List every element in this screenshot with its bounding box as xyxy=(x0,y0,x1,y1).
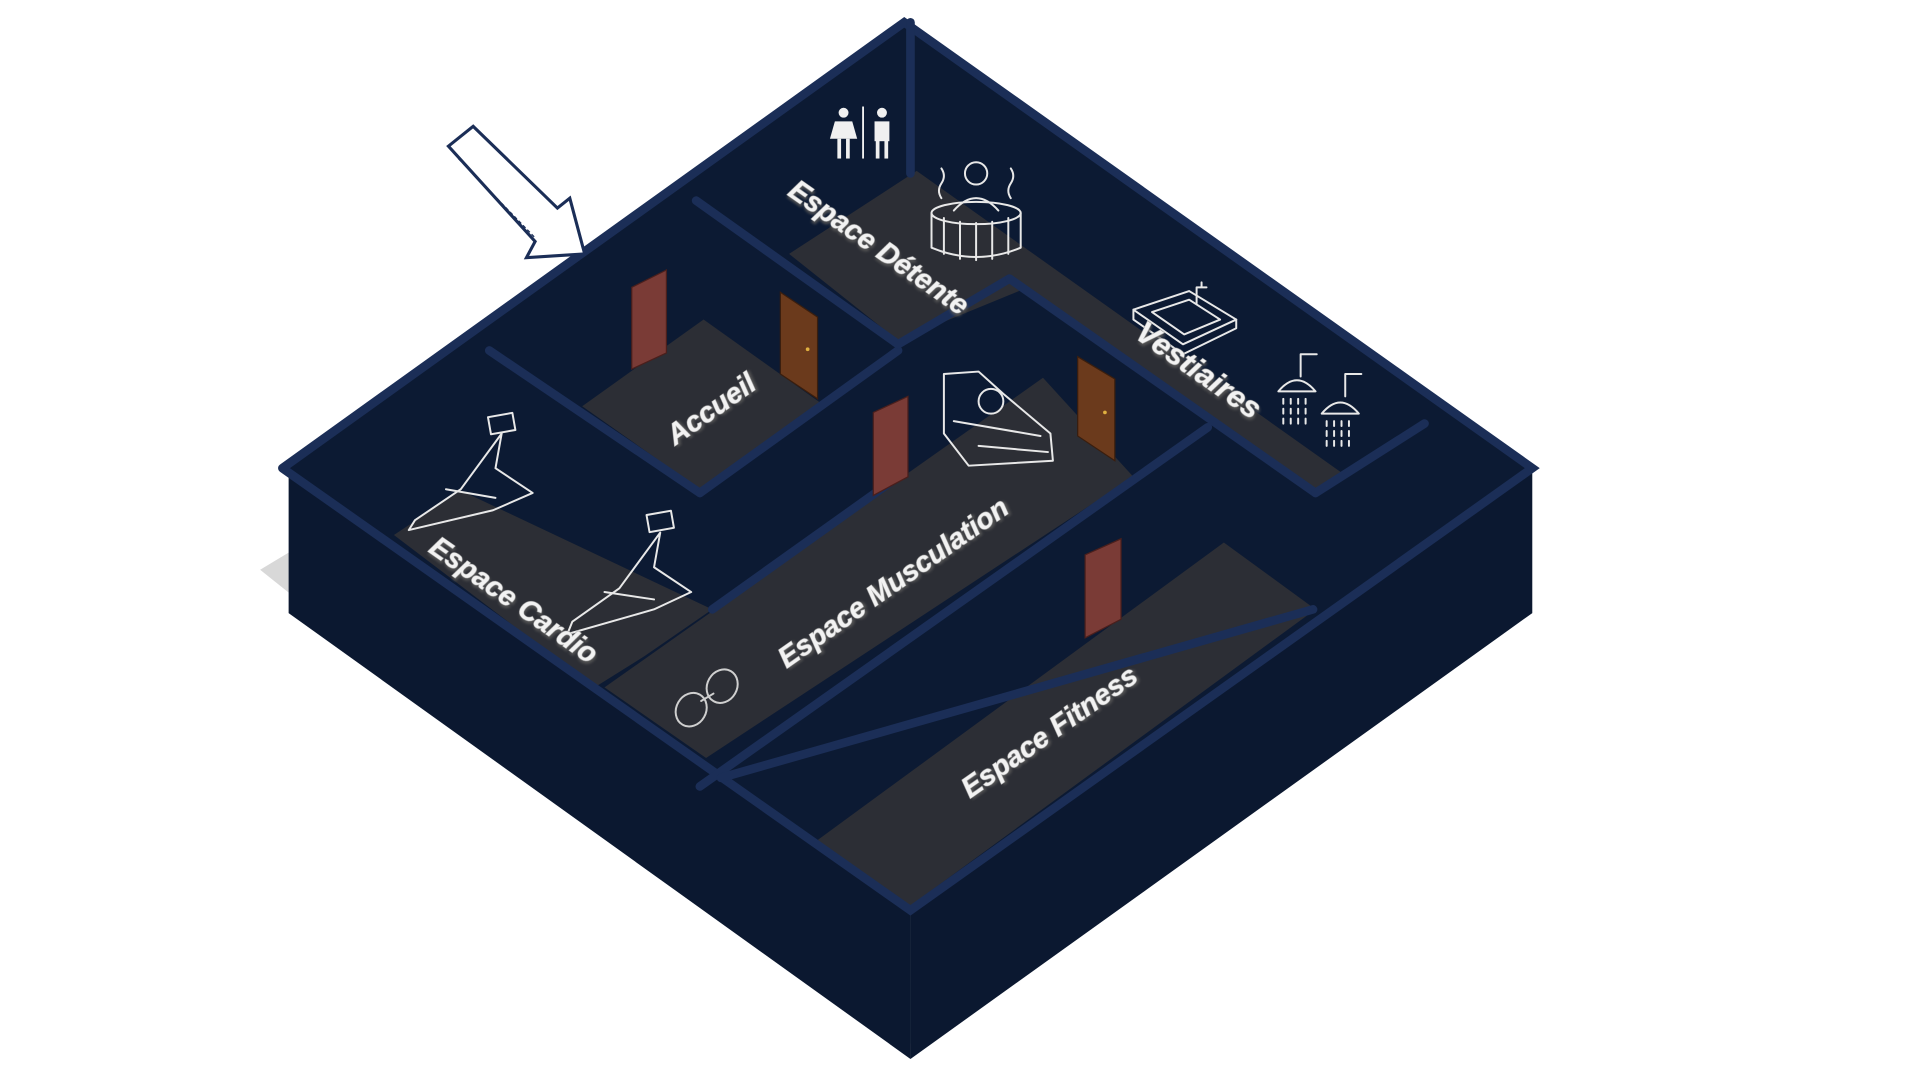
floor-fitness xyxy=(811,542,1316,911)
floor-cardio xyxy=(393,490,713,688)
floor-musculation xyxy=(604,377,1134,758)
building-left-side xyxy=(288,470,911,1059)
sink-icon xyxy=(1132,281,1238,356)
walls xyxy=(278,16,1540,916)
ground-shadow xyxy=(260,551,292,595)
building-right-side xyxy=(910,468,1533,1059)
treadmill-icon xyxy=(566,509,693,636)
dumbbell-icon xyxy=(674,668,739,728)
hot-tub-icon xyxy=(930,161,1022,262)
floor-accueil xyxy=(582,319,821,490)
door-icon xyxy=(1077,355,1116,462)
door-icon xyxy=(1084,537,1122,639)
shower-icon xyxy=(1320,373,1363,447)
entrance-arrow-icon xyxy=(446,124,587,260)
shower-icon xyxy=(1277,353,1318,425)
treadmill-icon xyxy=(407,411,534,532)
door-icon xyxy=(872,395,909,497)
door-icon xyxy=(779,291,819,400)
toilets-icon xyxy=(829,106,890,159)
leg-press-icon xyxy=(942,370,1054,467)
door-icon xyxy=(631,268,668,371)
